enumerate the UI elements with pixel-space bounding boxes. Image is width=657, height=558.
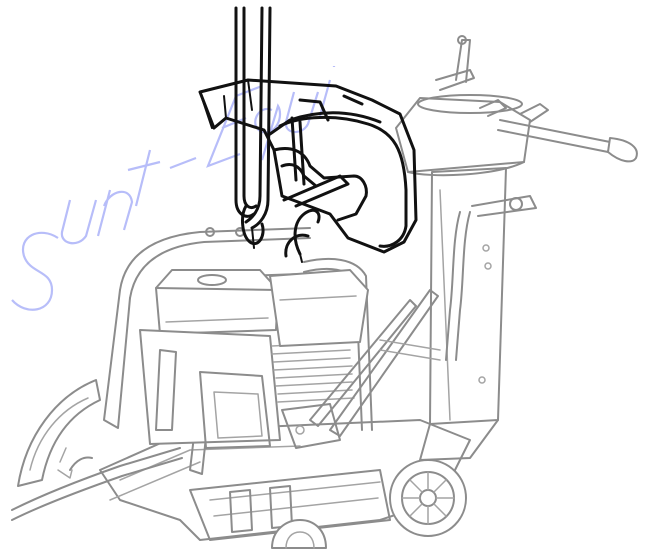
control-pipe: [445, 211, 471, 361]
front-wheel: [271, 519, 327, 549]
mast-column: [309, 167, 507, 461]
engine: [139, 269, 369, 449]
lifting-point: [284, 208, 321, 263]
belt-guard: [198, 78, 418, 254]
rear-wheel: [389, 459, 467, 537]
control-console: [395, 35, 638, 217]
blade-guard: [17, 379, 101, 487]
lifting-sling: [234, 6, 272, 249]
water-hose: [11, 447, 183, 521]
